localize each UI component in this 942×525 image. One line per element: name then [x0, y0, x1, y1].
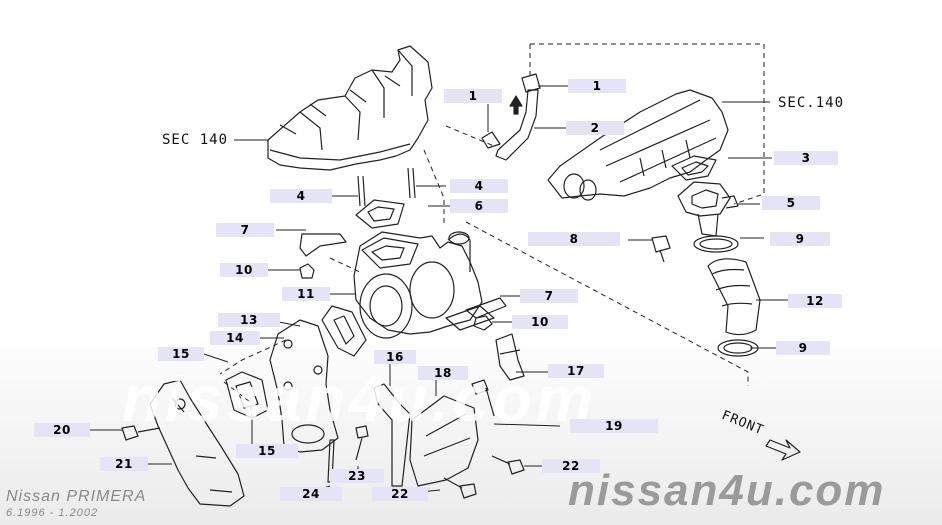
bracket-17 [495, 333, 525, 381]
callout-15[interactable]: 15 [158, 347, 204, 361]
turbo-inlet-gasket [355, 199, 405, 229]
direction-arrow [509, 95, 523, 115]
callout-21[interactable]: 21 [100, 457, 148, 471]
callout-4[interactable]: 4 [270, 189, 332, 203]
callout-22[interactable]: 22 [542, 459, 600, 473]
nut-10-left [299, 263, 315, 279]
intake-gasket [671, 155, 717, 181]
leader-lines [90, 85, 788, 493]
intake-hose [707, 258, 761, 336]
callout-14[interactable]: 14 [210, 331, 260, 345]
air-hose [495, 89, 539, 161]
exhaust-outlet [269, 319, 339, 453]
stud-right [407, 167, 416, 199]
outlet-gasket [321, 305, 367, 357]
front-arrow [765, 439, 801, 461]
callout-10[interactable]: 10 [220, 263, 268, 277]
callout-13[interactable]: 13 [218, 313, 280, 327]
callout-15[interactable]: 15 [236, 444, 298, 458]
callout-16[interactable]: 16 [374, 350, 416, 364]
section-ref-left: SEC 140 [162, 132, 229, 148]
callout-19[interactable]: 19 [570, 419, 658, 433]
heat-shield [149, 379, 245, 507]
callout-8[interactable]: 8 [528, 232, 620, 246]
callout-5[interactable]: 5 [762, 196, 820, 210]
shield-hole [174, 398, 186, 410]
callout-22[interactable]: 22 [372, 487, 428, 501]
intake-manifold [547, 89, 729, 201]
callout-6[interactable]: 6 [450, 199, 508, 213]
turbocharger [353, 231, 495, 339]
callout-3[interactable]: 3 [774, 151, 838, 165]
bracket-7-right [465, 297, 507, 319]
watermark-center: nissan4u.com [122, 363, 597, 435]
callout-17[interactable]: 17 [548, 364, 604, 378]
support-brace-18 [409, 395, 479, 487]
hose-clamp-lower [481, 131, 501, 149]
watermark-corner: nissan4u.com [568, 466, 886, 515]
bolt-22-upper [491, 455, 525, 475]
callout-7[interactable]: 7 [216, 223, 274, 237]
callout-1[interactable]: 1 [444, 89, 502, 103]
section-ref-right: SEC.140 [778, 95, 845, 111]
outlet-gasket-15 [225, 371, 269, 419]
callout-2[interactable]: 2 [566, 121, 624, 135]
bolt-20 [121, 425, 161, 441]
callout-9[interactable]: 9 [776, 341, 830, 355]
exhaust-manifold [267, 45, 433, 171]
callout-1[interactable]: 1 [568, 79, 626, 93]
callout-20[interactable]: 20 [34, 423, 90, 437]
hose-clamp-upper [521, 73, 541, 93]
throttle-adapter [677, 181, 739, 237]
support-bracket-16 [373, 383, 411, 487]
bolt-23 [355, 425, 369, 461]
callout-24[interactable]: 24 [280, 487, 342, 501]
nut-10-right [473, 315, 493, 331]
reference-lines [219, 43, 765, 419]
callout-9[interactable]: 9 [770, 232, 830, 246]
stud-left [357, 175, 366, 207]
bracket-7-left [299, 233, 347, 257]
hose-clamp-9-upper [693, 235, 739, 253]
callout-18[interactable]: 18 [418, 366, 468, 380]
bolt-19 [471, 379, 495, 417]
bolt-22-lower [443, 477, 477, 499]
callout-11[interactable]: 11 [282, 287, 330, 301]
callout-23[interactable]: 23 [330, 469, 384, 483]
callout-4[interactable]: 4 [450, 179, 508, 193]
production-years-label: 6.1996 - 1.2002 [6, 507, 99, 519]
callout-10[interactable]: 10 [512, 315, 568, 329]
callout-12[interactable]: 12 [788, 294, 842, 308]
bolt-8 [651, 235, 671, 263]
brand-model-label: Nissan PRIMERA [6, 488, 147, 505]
callout-7[interactable]: 7 [520, 289, 578, 303]
